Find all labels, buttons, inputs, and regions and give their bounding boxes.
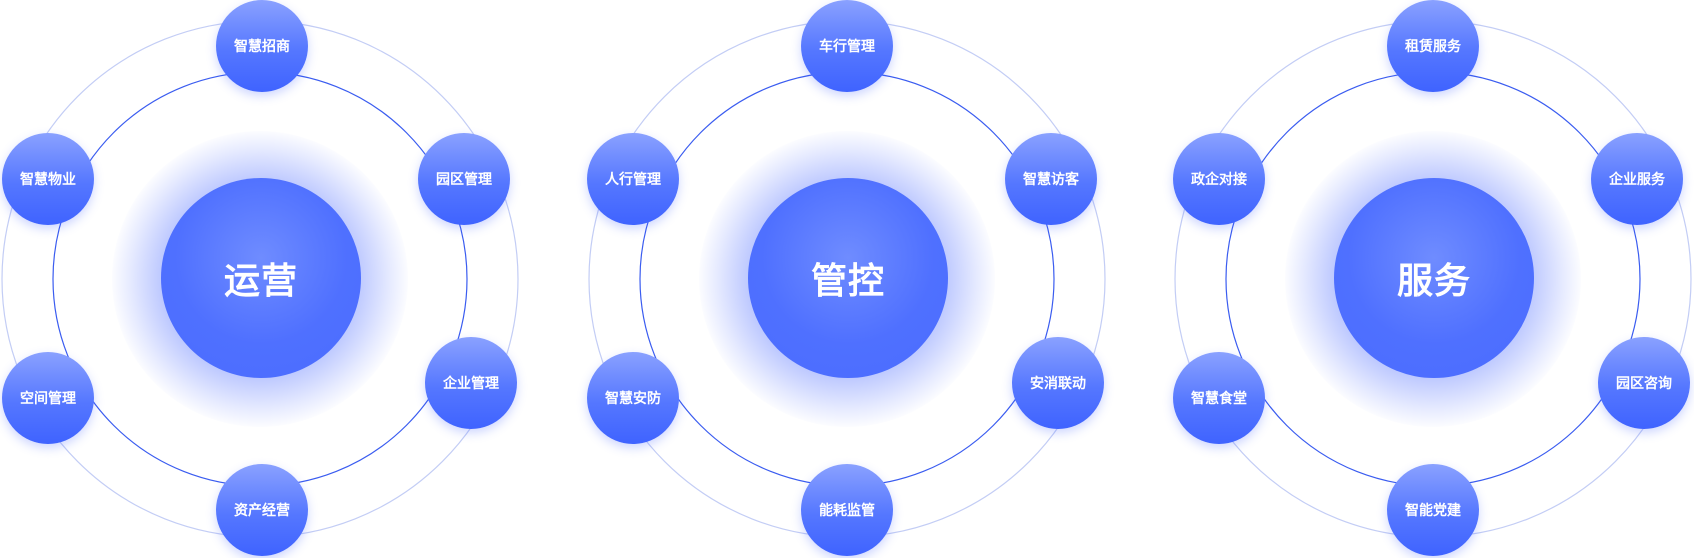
node-4[interactable]: 智慧食堂	[1173, 352, 1265, 444]
node-0[interactable]: 租赁服务	[1387, 0, 1479, 92]
node-label: 安消联动	[1030, 376, 1086, 392]
node-4[interactable]: 智慧安防	[587, 352, 679, 444]
node-0[interactable]: 智慧招商	[216, 0, 308, 92]
center-circle: 运营	[161, 178, 361, 378]
node-label: 企业管理	[443, 376, 499, 392]
node-label: 企业服务	[1609, 172, 1665, 188]
node-1[interactable]: 企业服务	[1591, 133, 1683, 225]
diagram-operations: 运营 智慧招商 园区管理 企业管理 资产经营 空间管理 智慧物业	[0, 0, 560, 558]
center-circle: 服务	[1334, 178, 1534, 378]
node-label: 空间管理	[20, 391, 76, 407]
node-3[interactable]: 智能党建	[1387, 464, 1479, 556]
node-label: 智慧安防	[605, 391, 661, 407]
node-2[interactable]: 企业管理	[425, 337, 517, 429]
node-label: 政企对接	[1191, 172, 1247, 188]
node-2[interactable]: 安消联动	[1012, 337, 1104, 429]
node-3[interactable]: 能耗监管	[801, 464, 893, 556]
node-label: 智慧食堂	[1191, 391, 1247, 407]
center-label: 管控	[810, 261, 885, 302]
node-label: 资产经营	[234, 503, 290, 519]
node-label: 租赁服务	[1405, 39, 1461, 55]
node-3[interactable]: 资产经营	[216, 464, 308, 556]
diagram-control: 管控 车行管理 智慧访客 安消联动 能耗监管 智慧安防 人行管理	[587, 0, 1147, 558]
center-label: 服务	[1396, 261, 1471, 302]
node-2[interactable]: 园区咨询	[1598, 337, 1690, 429]
node-label: 智慧招商	[234, 39, 290, 55]
diagram-service: 服务 租赁服务 企业服务 园区咨询 智能党建 智慧食堂 政企对接	[1173, 0, 1694, 558]
node-label: 智慧访客	[1023, 172, 1079, 188]
node-0[interactable]: 车行管理	[801, 0, 893, 92]
node-label: 车行管理	[819, 39, 875, 55]
node-label: 智能党建	[1405, 503, 1461, 519]
node-5[interactable]: 人行管理	[587, 133, 679, 225]
node-1[interactable]: 园区管理	[418, 133, 510, 225]
center-circle: 管控	[748, 178, 948, 378]
node-label: 能耗监管	[819, 503, 875, 519]
node-4[interactable]: 空间管理	[2, 352, 94, 444]
node-label: 智慧物业	[20, 172, 76, 188]
node-label: 人行管理	[605, 172, 661, 188]
node-1[interactable]: 智慧访客	[1005, 133, 1097, 225]
node-5[interactable]: 智慧物业	[2, 133, 94, 225]
node-5[interactable]: 政企对接	[1173, 133, 1265, 225]
node-label: 园区管理	[436, 172, 492, 188]
center-label: 运营	[223, 261, 298, 302]
node-label: 园区咨询	[1616, 376, 1672, 392]
